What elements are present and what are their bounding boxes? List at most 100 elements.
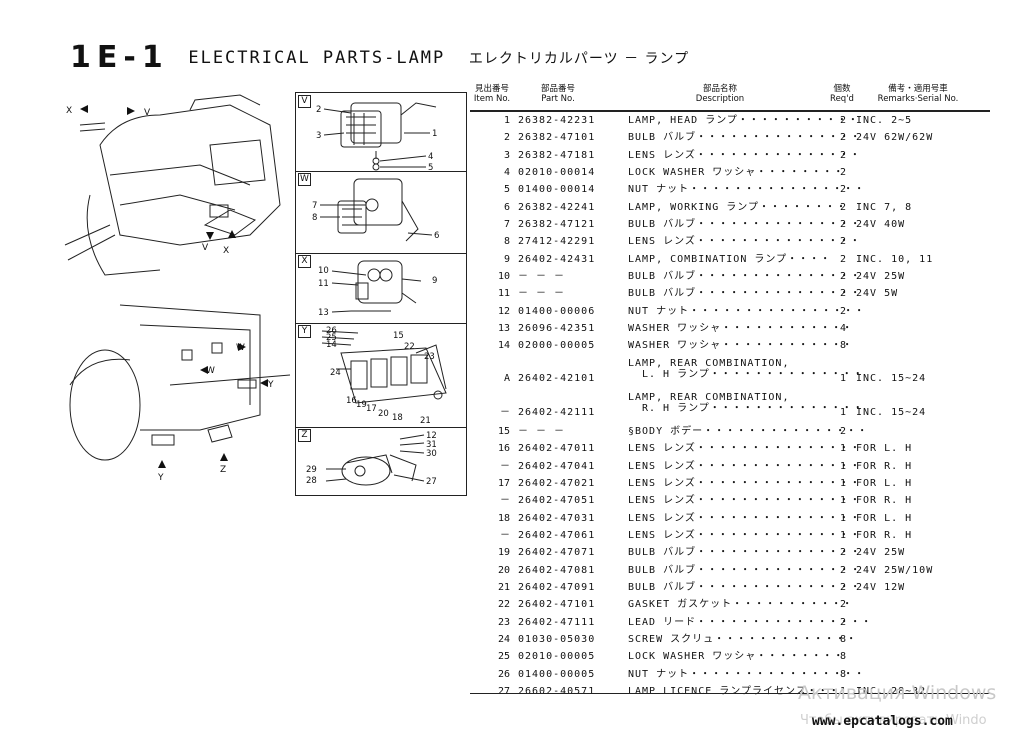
remarks: FOR L. H bbox=[856, 477, 913, 489]
item-number: － bbox=[500, 460, 510, 472]
panel-tag: V bbox=[298, 95, 311, 108]
description: BULB バルブ・・・・・・・・・・・・・・・ bbox=[628, 219, 862, 231]
svg-text:4: 4 bbox=[428, 152, 433, 162]
part-number: 01030-05030 bbox=[518, 633, 596, 645]
quantity: 2 bbox=[839, 425, 847, 437]
quantity: 8 bbox=[839, 633, 847, 645]
description: NUT ナット・・・・・・・・・・・・・・・・ bbox=[628, 668, 866, 680]
description: GASKET ガスケット・・・・・・・・・・・ bbox=[628, 599, 854, 611]
part-number: 26402-47071 bbox=[518, 547, 596, 559]
item-number: 5 bbox=[503, 184, 510, 196]
description: LAMP, REAR COMBINATION,R. H ランプ・・・・・・・・・… bbox=[628, 391, 864, 414]
svg-text:22: 22 bbox=[404, 342, 415, 352]
remarks: FOR R. H bbox=[856, 529, 913, 541]
item-number: 4 bbox=[503, 167, 510, 179]
quantity: 4 bbox=[839, 323, 847, 335]
quantity: 2 bbox=[839, 288, 847, 300]
remarks: INC. 10, 11 bbox=[856, 253, 934, 265]
label-z: Z bbox=[220, 465, 226, 475]
quantity: 2 bbox=[839, 184, 847, 196]
description: BULB バルブ・・・・・・・・・・・・・・・ bbox=[628, 564, 862, 576]
description: LAMP, HEAD ランプ・・・・・・・・・・・ bbox=[628, 115, 859, 126]
rear-combination-lamp-exploded-drawing: 26 25 14 15 22 23 24 16 19 17 20 18 21 bbox=[321, 326, 447, 426]
remarks: INC. 15~24 bbox=[856, 372, 927, 384]
description: BULB バルブ・・・・・・・・・・・・・・・ bbox=[628, 288, 862, 300]
remarks: 24V 12W bbox=[856, 581, 906, 593]
remarks: INC. 28~32 bbox=[856, 685, 927, 697]
svg-text:13: 13 bbox=[318, 308, 329, 318]
quantity: 2 bbox=[839, 305, 847, 317]
description: LOCK WASHER ワッシャ・・・・・・・・ bbox=[628, 651, 845, 663]
panel-tag: X bbox=[298, 255, 311, 268]
remarks: 24V 62W/62W bbox=[856, 132, 934, 144]
item-number: 9 bbox=[503, 253, 510, 265]
svg-text:26: 26 bbox=[326, 326, 337, 336]
description: LAMP, REAR COMBINATION,L. H ランプ・・・・・・・・・… bbox=[628, 357, 864, 380]
remarks: 24V 25W bbox=[856, 271, 906, 283]
remarks: FOR L. H bbox=[856, 443, 913, 455]
remarks: 24V 25W/10W bbox=[856, 564, 934, 576]
svg-text:30: 30 bbox=[426, 449, 437, 459]
label-v: V bbox=[144, 108, 151, 118]
headlamp-exploded-drawing: 2 3 1 4 5 bbox=[316, 102, 437, 173]
part-number: 26402-47021 bbox=[518, 477, 596, 489]
part-number: 02000-00005 bbox=[518, 340, 596, 352]
panel-tag: Y bbox=[298, 325, 311, 338]
part-number: 26402-47061 bbox=[518, 529, 596, 541]
description: BULB バルブ・・・・・・・・・・・・・・・ bbox=[628, 271, 862, 283]
quantity: 8 bbox=[839, 340, 847, 352]
item-number: － bbox=[500, 406, 510, 418]
part-number: 26402-47031 bbox=[518, 512, 596, 524]
item-number: 1 bbox=[503, 115, 510, 126]
quantity: 2 bbox=[839, 599, 847, 611]
quantity: 2 bbox=[839, 236, 847, 248]
item-number: 22 bbox=[497, 599, 510, 611]
quantity: 2 bbox=[839, 253, 847, 265]
panel-z: Z 12 31 30 29 28 27 bbox=[296, 427, 466, 495]
item-number: 20 bbox=[497, 564, 510, 576]
site-url[interactable]: www.epcatalogs.com bbox=[812, 714, 953, 729]
svg-text:3: 3 bbox=[316, 131, 321, 141]
quantity: 2 bbox=[839, 581, 847, 593]
remarks: INC. 15~24 bbox=[856, 406, 927, 418]
svg-text:17: 17 bbox=[366, 404, 377, 414]
quantity: 1 bbox=[839, 372, 847, 384]
part-number: 26402-42431 bbox=[518, 253, 596, 265]
item-number: 11 bbox=[497, 288, 510, 300]
item-number: 16 bbox=[497, 443, 510, 455]
item-number: 2 bbox=[503, 132, 510, 144]
licence-lamp-exploded-drawing: 12 31 30 29 28 27 bbox=[306, 431, 437, 487]
part-number: 01400-00005 bbox=[518, 668, 596, 680]
quantity: 1 bbox=[839, 460, 847, 472]
description: LOCK WASHER ワッシャ・・・・・・・・ bbox=[628, 167, 845, 179]
remarks: FOR R. H bbox=[856, 495, 913, 507]
item-number: 17 bbox=[497, 477, 510, 489]
label-x: X bbox=[66, 106, 72, 116]
item-number: 12 bbox=[497, 305, 510, 317]
label-v2: V bbox=[202, 243, 209, 253]
part-number: 01400-00014 bbox=[518, 184, 596, 196]
remarks: INC 7, 8 bbox=[856, 201, 913, 213]
quantity: 1 bbox=[839, 406, 847, 418]
description: LENS レンズ・・・・・・・・・・・・・・・ bbox=[628, 149, 861, 161]
svg-text:25: 25 bbox=[326, 333, 337, 343]
quantity: 8 bbox=[839, 651, 847, 663]
panel-tag: W bbox=[298, 173, 311, 186]
description: LEAD リード・・・・・・・・・・・・・・・・ bbox=[628, 616, 873, 628]
svg-text:1: 1 bbox=[432, 129, 437, 139]
svg-text:16: 16 bbox=[346, 396, 357, 406]
description: WASHER ワッシャ・・・・・・・・・・・・ bbox=[628, 323, 854, 335]
